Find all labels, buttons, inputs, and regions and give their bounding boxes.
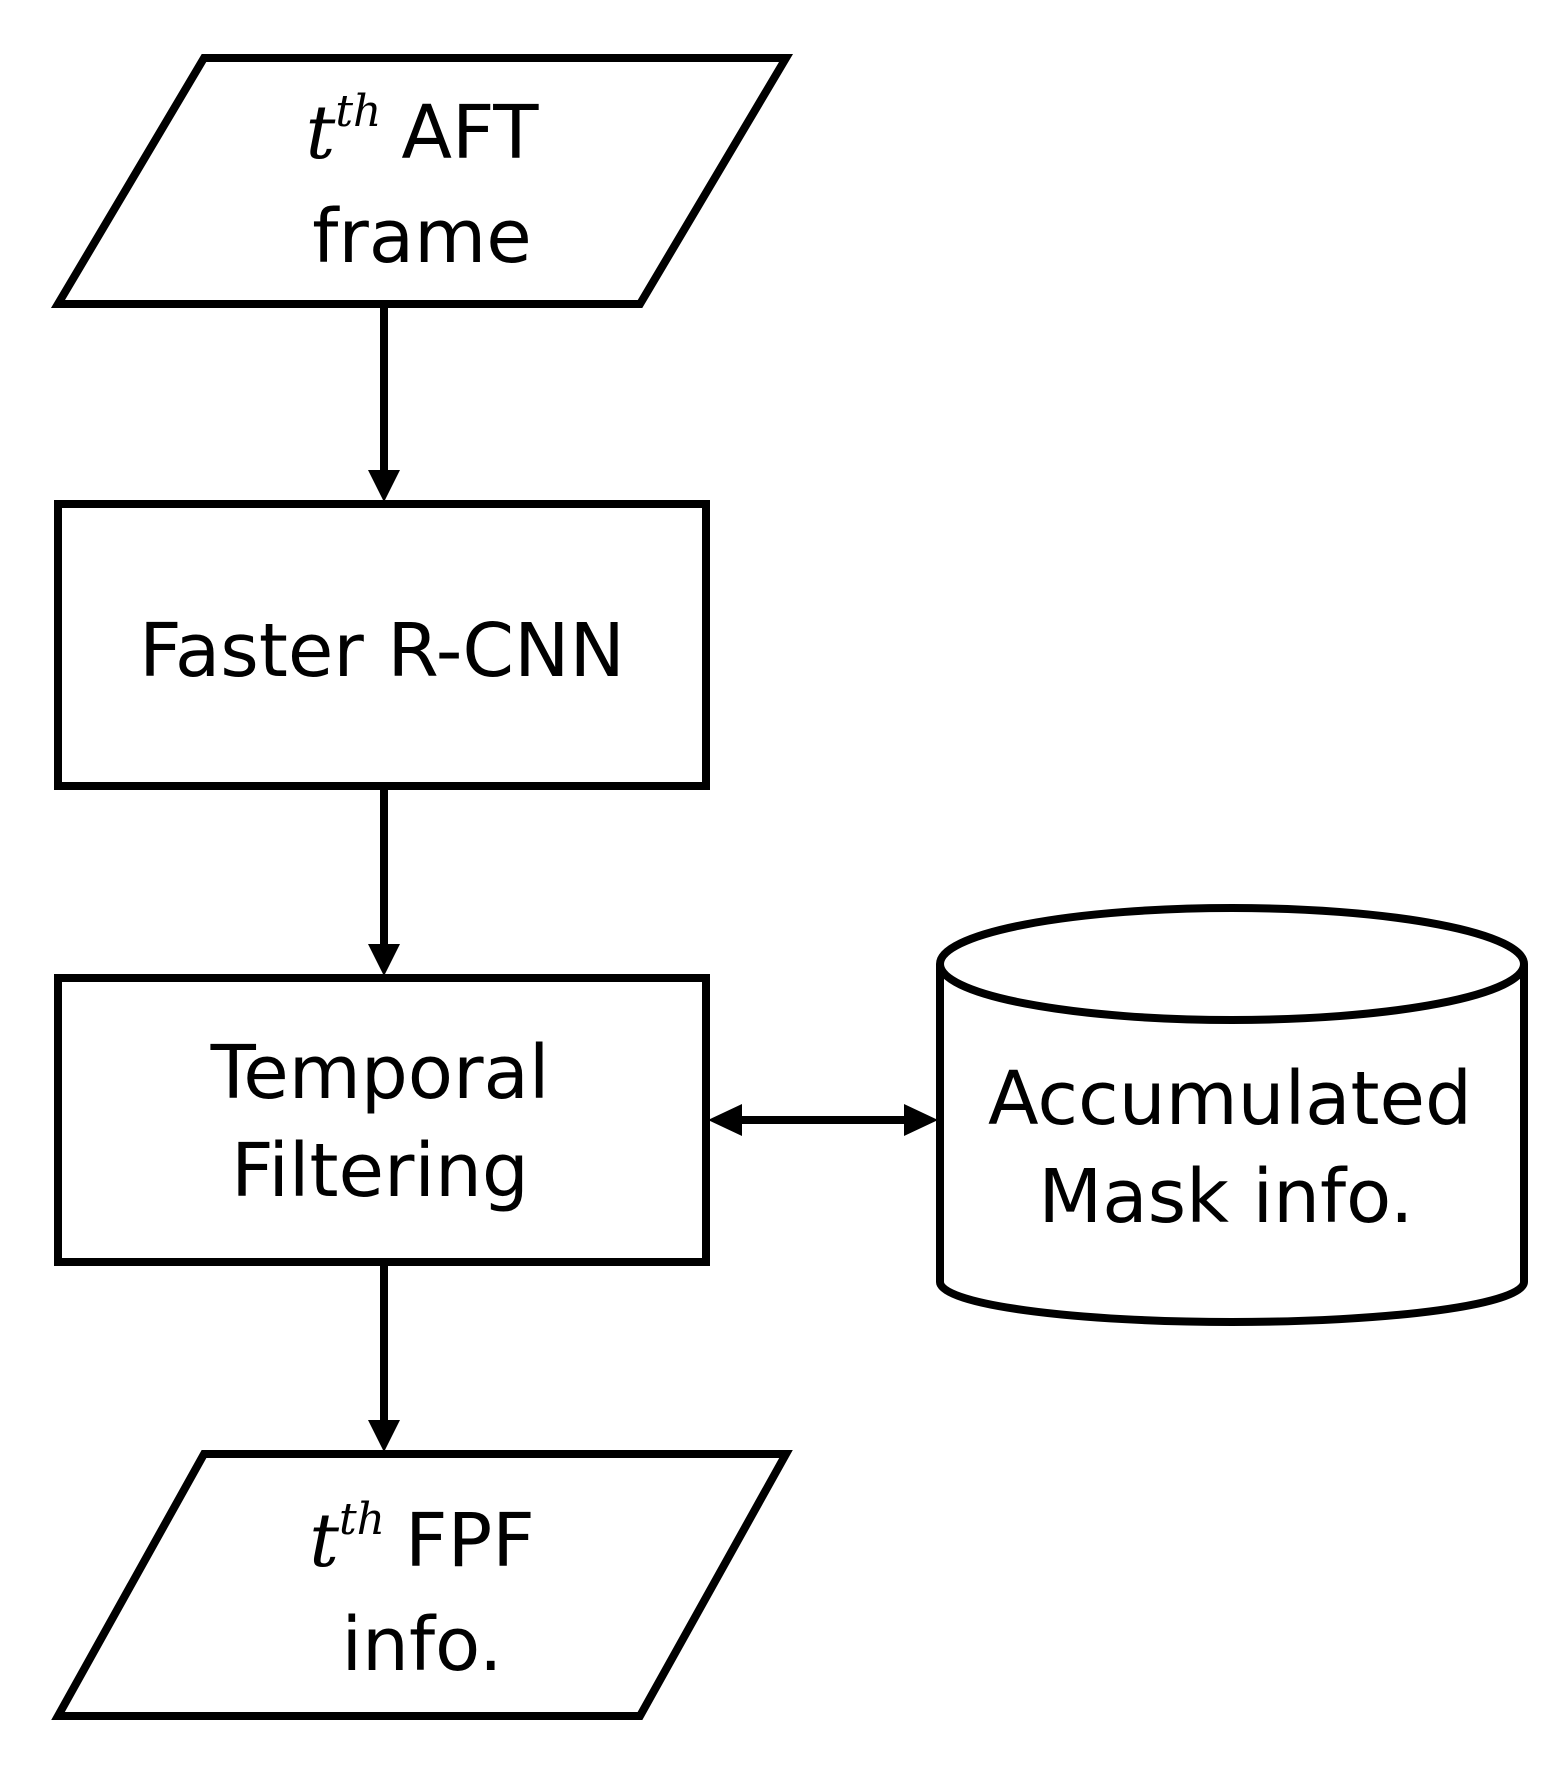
detector-label: Faster R-CNN [139, 608, 625, 694]
filter-label-line1: Temporal [210, 1030, 550, 1116]
arrow-input-to-detector [368, 308, 400, 502]
input-frame-shape [50, 54, 794, 308]
input-frame-line2: frame [312, 194, 531, 280]
detector-node: Faster R-CNN [54, 500, 710, 790]
output-info-line1: tth FPF [309, 1494, 535, 1584]
output-info-line2: info. [341, 1602, 502, 1688]
output-info-math-sup: th [339, 1494, 385, 1545]
storage-node: Accumulated Mask info. [936, 904, 1528, 1326]
input-frame-math-var: t [306, 90, 336, 176]
arrow-filter-storage-head-right [904, 1104, 938, 1136]
output-info-node: tth FPF info. [51, 1450, 793, 1720]
storage-cylinder-body [936, 964, 1528, 1326]
input-frame-math-sup: th [335, 86, 381, 137]
arrow-filter-storage-bidirectional [708, 1104, 938, 1136]
arrow-filter-to-output-head [368, 1420, 400, 1452]
output-info-math-var: t [309, 1498, 339, 1584]
output-info-shape [51, 1450, 793, 1720]
filter-label-line2: Filtering [231, 1128, 529, 1214]
storage-cylinder-top [936, 904, 1528, 1024]
storage-label-line2: Mask info. [1038, 1154, 1413, 1240]
output-info-text: FPF [405, 1498, 535, 1584]
detector-shape [54, 500, 710, 790]
arrow-filter-storage-head-left [708, 1104, 742, 1136]
arrow-filter-to-output [368, 1266, 400, 1452]
arrow-detector-to-filter [368, 790, 400, 976]
input-frame-line1: tth AFT [306, 86, 540, 176]
storage-label-line1: Accumulated [988, 1056, 1472, 1142]
input-frame-text: AFT [401, 90, 539, 176]
filter-node: Temporal Filtering [54, 974, 710, 1266]
arrow-input-to-detector-head [368, 470, 400, 502]
filter-shape [54, 974, 710, 1266]
arrow-detector-to-filter-head [368, 944, 400, 976]
input-frame-node: tth AFT frame [50, 54, 794, 308]
